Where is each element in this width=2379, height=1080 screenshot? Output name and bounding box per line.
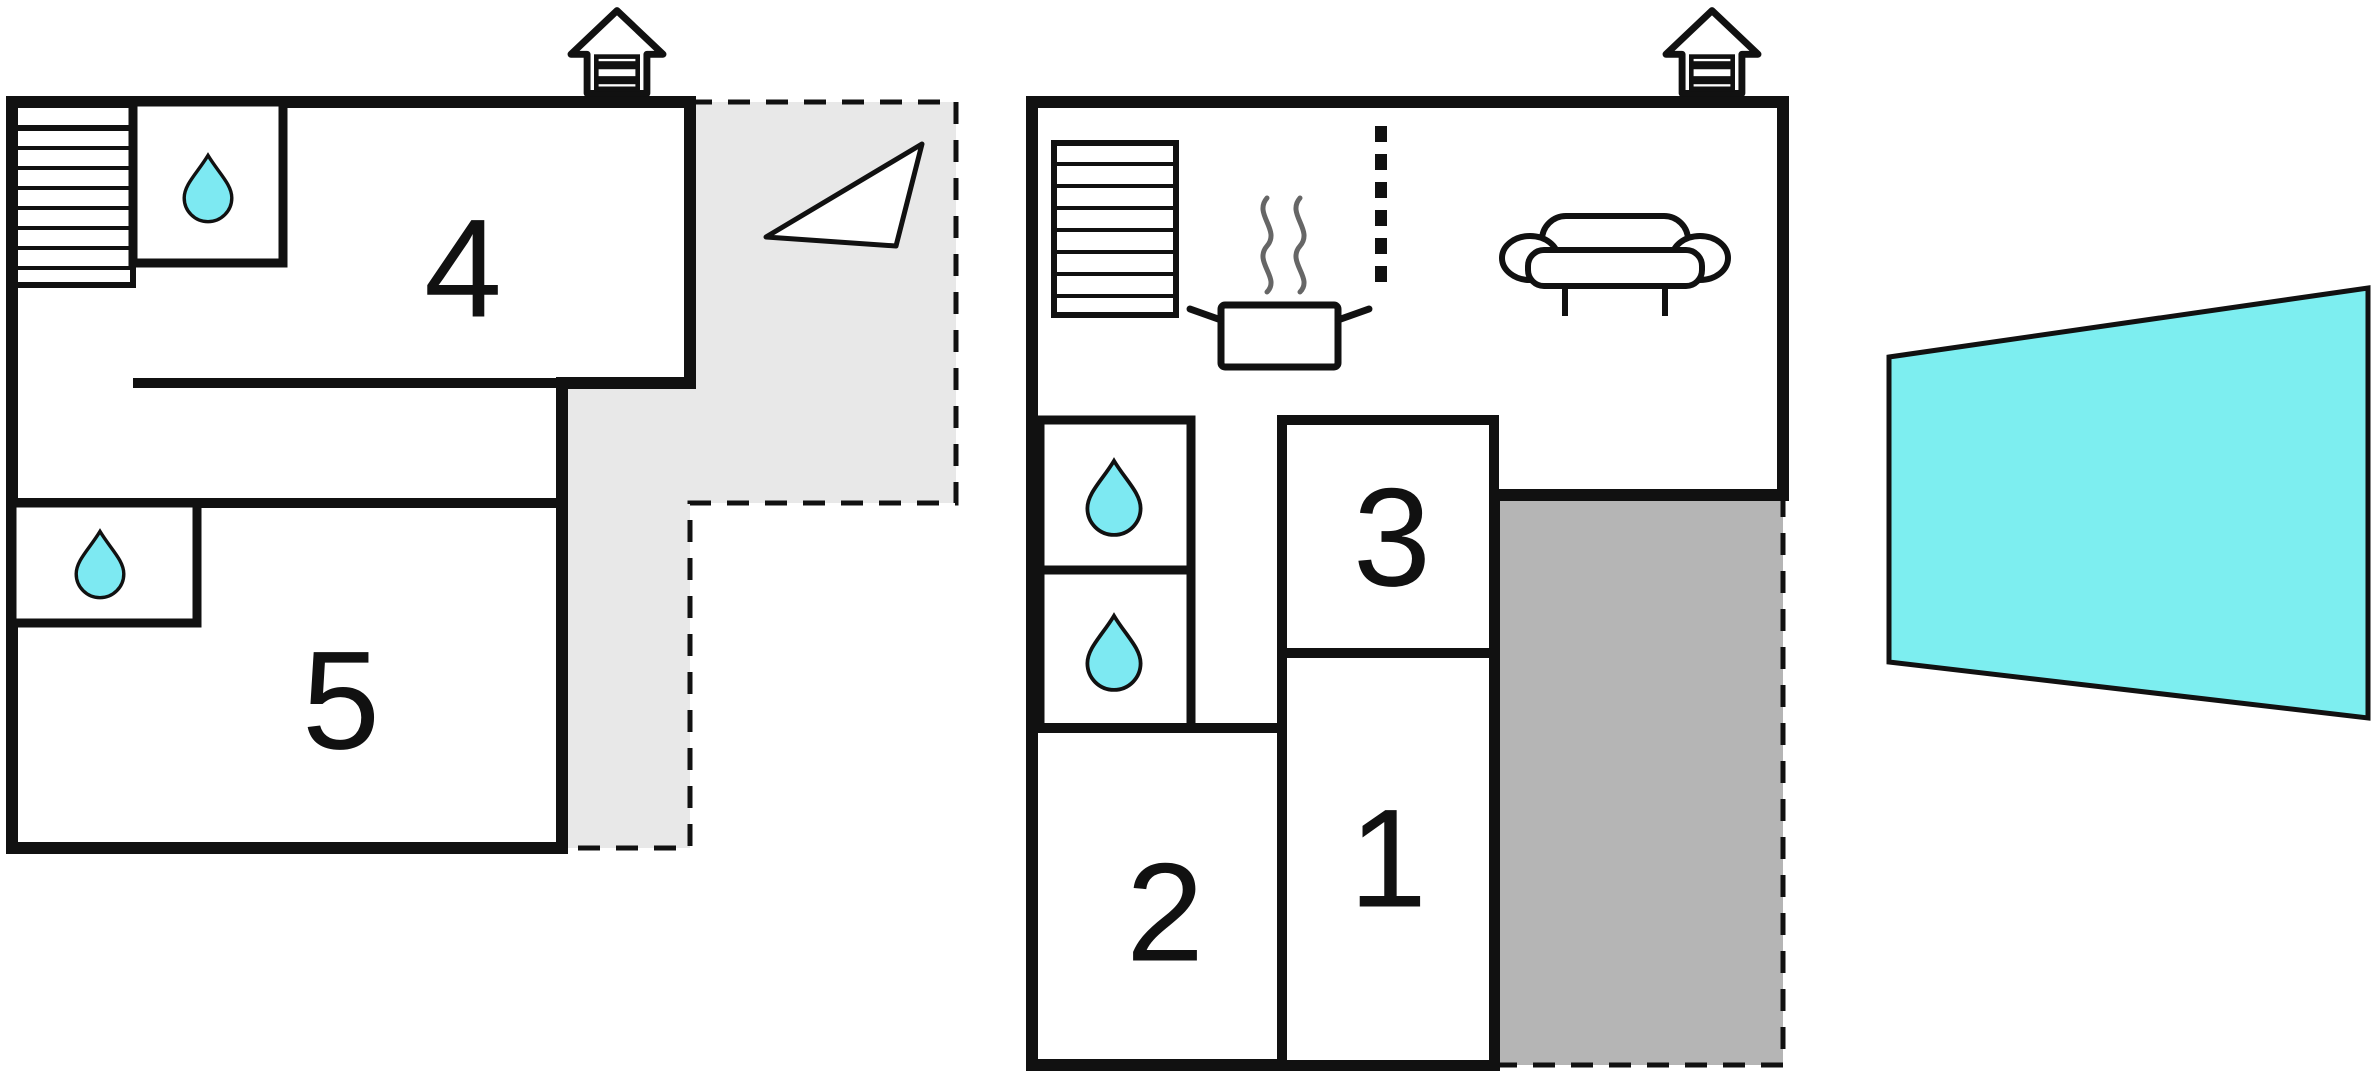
stove-pot-icon: [1186, 195, 1373, 371]
direction-arrow-icon: [763, 141, 925, 249]
staircase-icon-ground: [1051, 140, 1179, 318]
washbasin-unit-room5: [7, 498, 202, 628]
upper-floor-plan: 4 5: [6, 7, 959, 854]
chimney-icon-ground: [1662, 7, 1762, 97]
room-label-1: 1: [1349, 780, 1427, 937]
ground-terrace: [1494, 495, 1783, 1065]
sofa-icon: [1499, 213, 1731, 316]
ground-floor-plan: 3 1 2: [1026, 7, 1789, 1071]
water-drop-icon-room5: [74, 528, 126, 600]
swimming-pool: [1886, 285, 2371, 721]
ground-terrace-dashed-edge: [1494, 495, 1786, 1068]
water-drop-icon-room4: [182, 152, 234, 224]
room-label-3: 3: [1353, 459, 1431, 616]
water-drop-icon-bath1: [1085, 457, 1143, 537]
chimney-icon-upper: [567, 7, 667, 97]
room-label-2: 2: [1126, 834, 1204, 991]
room-label-5: 5: [302, 622, 380, 779]
room-3-walls: [1277, 415, 1499, 658]
room-1-walls: [1277, 648, 1499, 1070]
water-drop-icon-bath2: [1085, 612, 1143, 692]
room-label-4: 4: [424, 190, 502, 347]
staircase-icon-upper: [12, 125, 136, 288]
